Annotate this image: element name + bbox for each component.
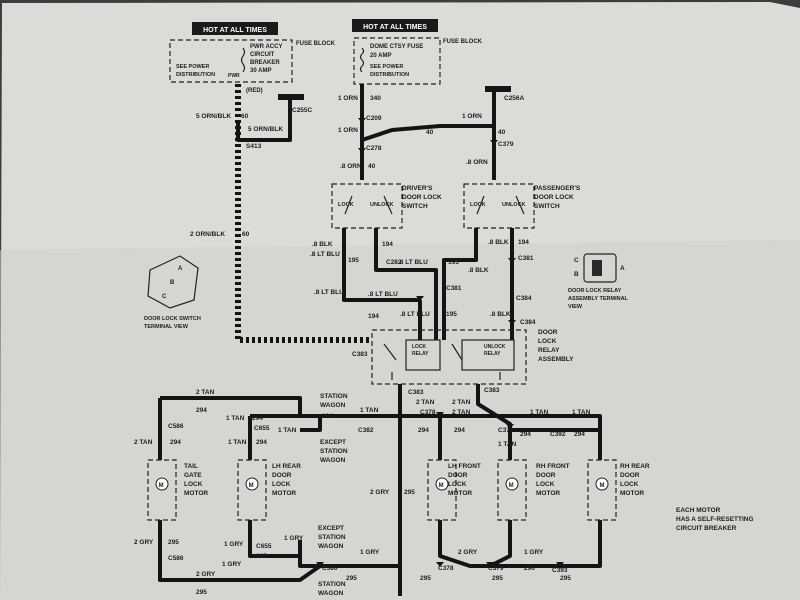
relay-contacts <box>383 343 501 380</box>
fuse-symbol <box>359 47 365 73</box>
tan-except-wagon <box>300 416 322 432</box>
ground-symbol-left <box>278 94 304 100</box>
hot-at-all-times-left: HOT AT ALL TIMES <box>203 27 267 34</box>
rh-rear-door-lock-motor <box>587 459 617 521</box>
drivers-switch-label: DRIVER'S DOOR LOCK SWITCH <box>402 185 444 210</box>
lock-relay-label: LOCK RELAY <box>412 344 429 357</box>
switch-terminal-view <box>147 255 199 309</box>
lock-relay-box <box>405 339 441 371</box>
except-station-wagon-label-bottom: EXCEPT STATION WAGON <box>318 525 347 550</box>
tan-to-lh-rear <box>248 414 300 460</box>
orn-blk-power-wire <box>235 84 372 343</box>
passengers-switch-contacts <box>476 195 525 215</box>
rh-front-door-lock-motor <box>497 459 527 521</box>
dome-see-power-label: SEE POWER DISTRIBUTION <box>370 64 409 78</box>
top-wire-labels: 5 ORN/BLK 60 5 ORN/BLK C255C S413 2 ORN/… <box>190 95 526 238</box>
relay-connector-labels: C383 C383 C383 <box>352 351 500 396</box>
relay-view-letters: C B A <box>574 257 625 278</box>
passengers-door-lock-switch-box <box>463 183 535 229</box>
pwr-breaker-label: PWR ACCY CIRCUIT BREAKER 30 AMP <box>250 44 284 74</box>
hot-at-all-times-badge-left <box>192 22 278 35</box>
gry-rh-front-return <box>489 520 512 568</box>
motor-breaker-note: EACH MOTOR HAS A SELF-RESETTING CIRCUIT … <box>676 507 755 532</box>
pwr-tag: PWR <box>228 73 240 79</box>
motor-symbols <box>155 477 609 491</box>
switch-view-letters: A B C <box>162 266 184 300</box>
door-lock-relay-assembly-box <box>371 329 527 385</box>
ground-symbol-right <box>485 86 511 92</box>
fuse-block-label-right: FUSE BLOCK <box>443 39 483 45</box>
relay-terminal-view <box>583 253 617 283</box>
fuse-block-box-left <box>169 39 293 83</box>
orn-blk-splice-wire <box>236 100 292 142</box>
station-wagon-label-bottom: STATION WAGON <box>318 581 347 597</box>
switch-wire-labels: .8 BLK 194 .8 LT BLU 195 C282 .8 LT BLU … <box>310 239 536 326</box>
connector-markers <box>316 118 564 567</box>
hot-at-all-times-right: HOT AT ALL TIMES <box>363 24 427 31</box>
fuse-block-box-right <box>353 37 441 85</box>
motor-labels: TAIL GATE LOCK MOTOR LH REAR DOOR LOCK M… <box>184 463 651 497</box>
relay-assembly-label: DOOR LOCK RELAY ASSEMBLY <box>538 329 574 363</box>
red-wire-label: (RED) <box>246 88 263 94</box>
unlock-relay-label: UNLOCK RELAY <box>484 344 507 357</box>
lh-rear-door-lock-motor <box>237 459 267 521</box>
relay-view-label: DOOR LOCK RELAY ASSEMBLY TERMINAL VIEW <box>568 288 629 310</box>
lh-front-door-lock-motor <box>427 459 457 521</box>
lower-wire-labels: 2 TAN 294 1 TAN 294 C655 1 TAN 1 TAN 294… <box>134 389 592 596</box>
passengers-switch-inner: LOCK UNLOCK <box>470 202 526 208</box>
passengers-switch-label: PASSENGER'S DOOR LOCK SWITCH <box>534 185 582 210</box>
dome-fuse-label: DOME CTSY FUSE 20 AMP <box>370 44 425 59</box>
pwr-see-power-label: SEE POWER DISTRIBUTION <box>176 64 215 78</box>
hot-at-all-times-badge-right <box>352 19 438 32</box>
drivers-switch-inner: LOCK UNLOCK <box>338 202 394 208</box>
except-station-wagon-label-top: EXCEPT STATION WAGON <box>320 439 349 464</box>
station-wagon-label-top: STATION WAGON <box>320 393 349 409</box>
switch-view-label: DOOR LOCK SWITCH TERMINAL VIEW <box>144 316 202 330</box>
drivers-lt-blu-wire <box>342 228 420 302</box>
orn-crossover-wire <box>361 92 496 142</box>
motor-m-letters: M M M M M <box>159 483 605 489</box>
gry-front-return <box>438 520 602 568</box>
unlock-relay-box <box>461 339 515 371</box>
passengers-blk-wire <box>442 228 478 340</box>
breaker-symbol <box>240 47 246 73</box>
gry-lh-rear-return <box>248 520 300 558</box>
tailgate-lock-motor <box>147 459 177 521</box>
tan-to-rh-front <box>476 384 512 460</box>
gry-tailgate-return <box>158 520 322 582</box>
drivers-blk-wire <box>374 228 438 340</box>
drivers-switch-contacts <box>344 195 393 215</box>
fuse-block-label-left: FUSE BLOCK <box>296 41 336 47</box>
drivers-door-lock-switch-box <box>331 183 403 229</box>
